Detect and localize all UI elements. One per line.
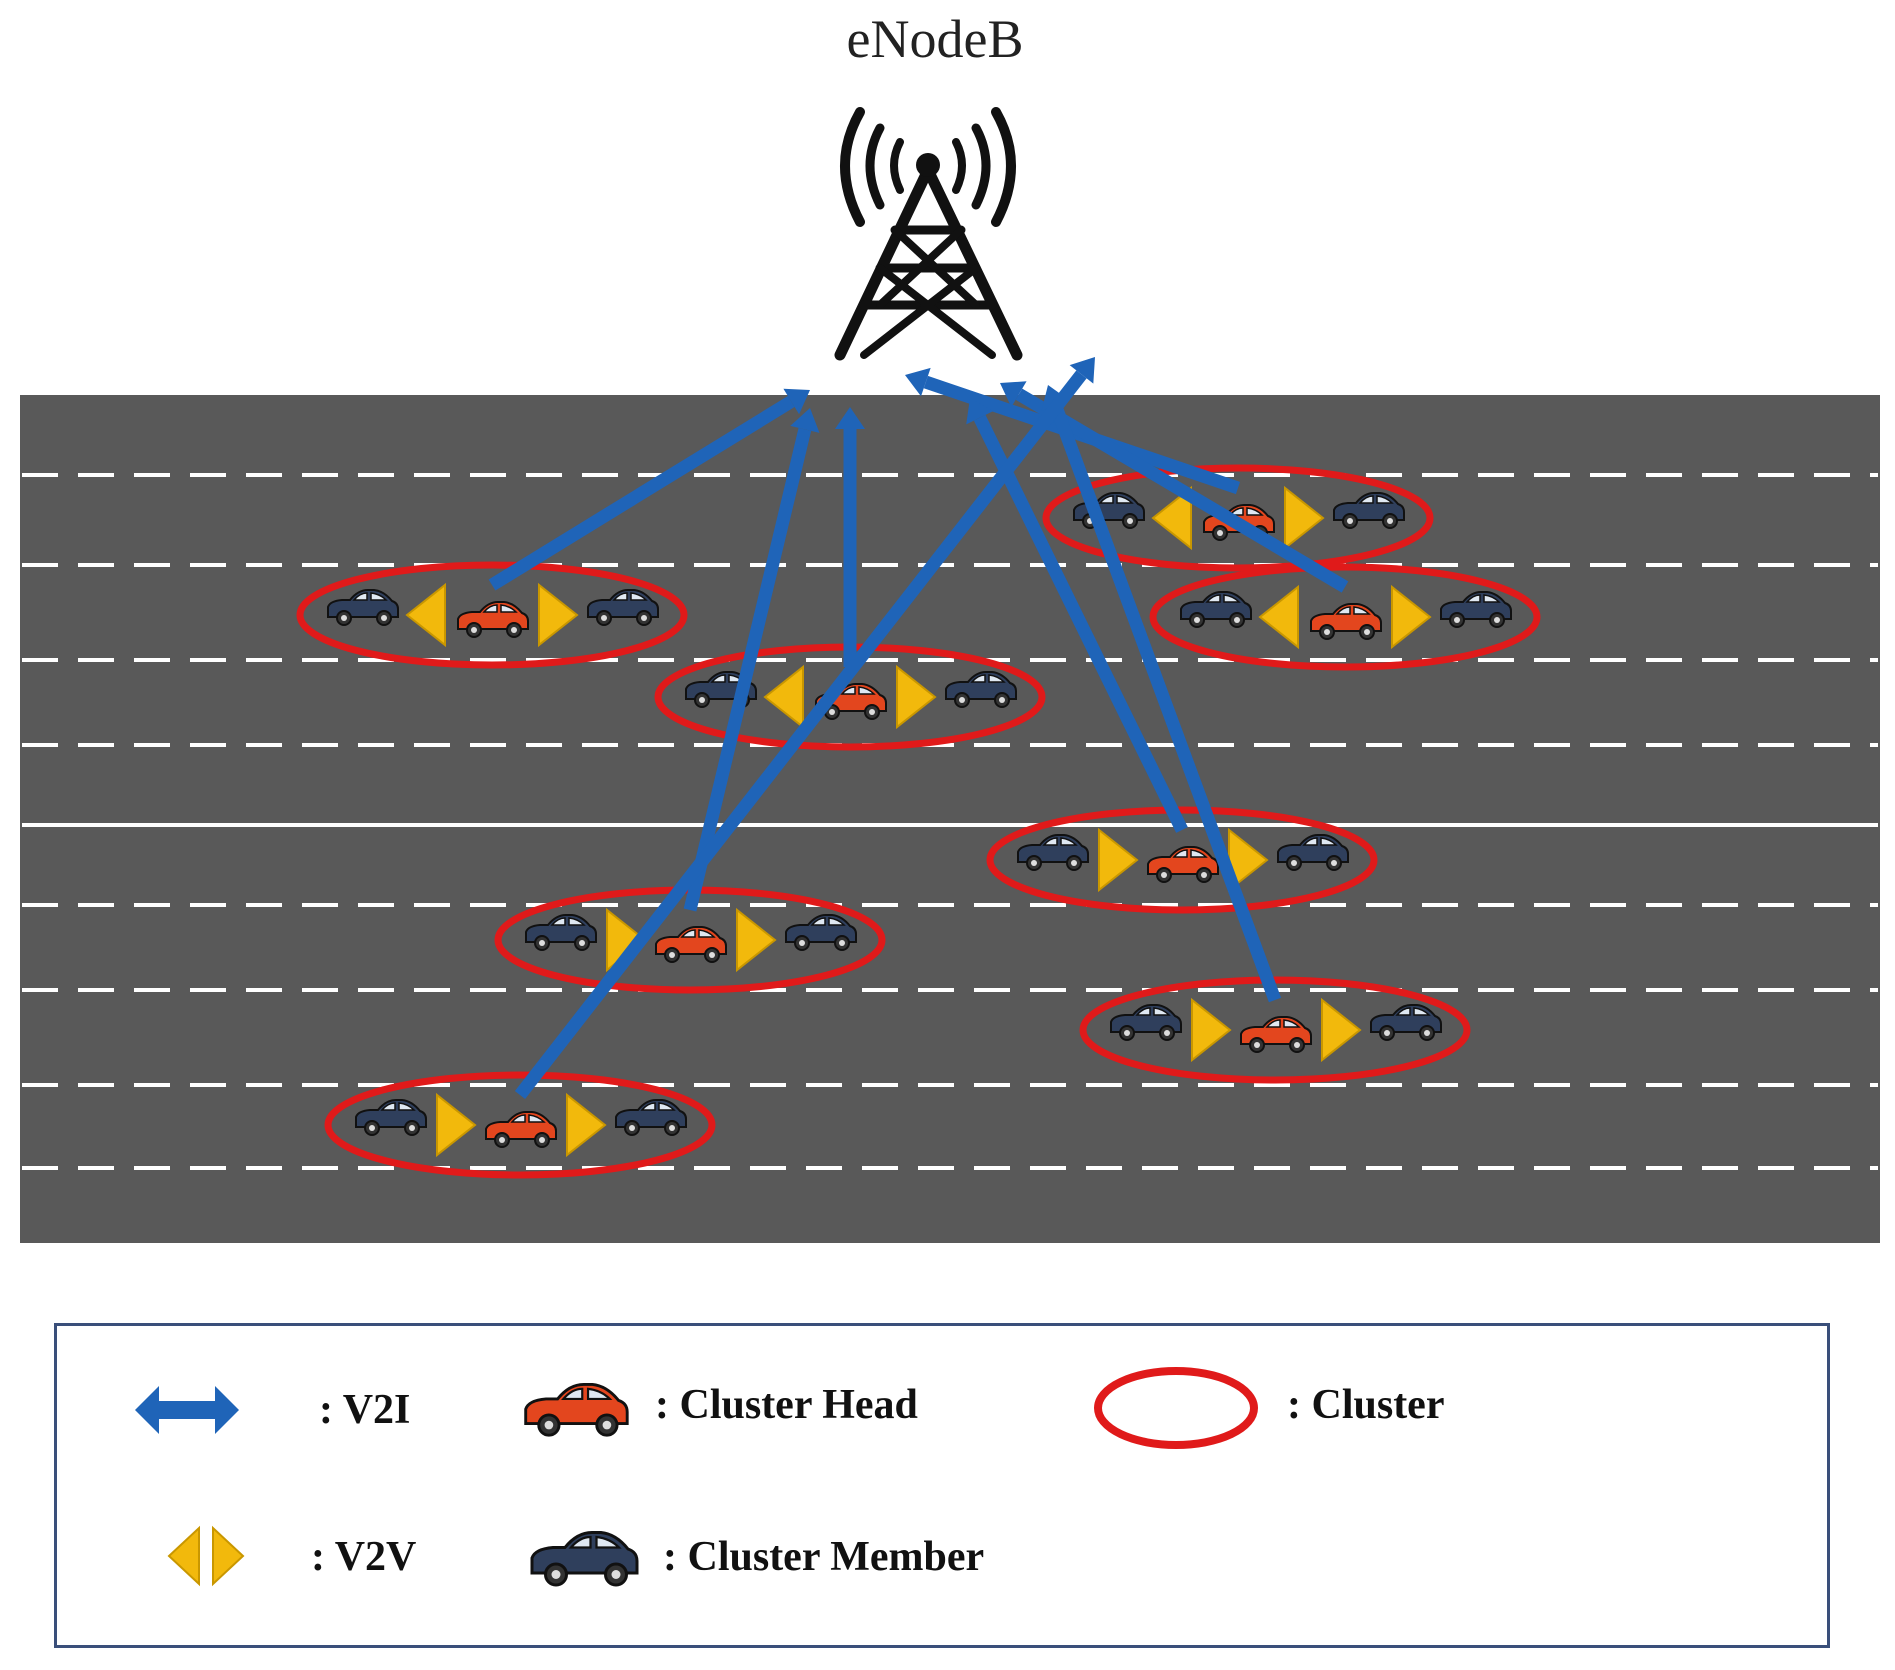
v2i-link-line [488,395,795,591]
v2v-arrow [1191,997,1232,1063]
v2i-arrowhead [905,367,931,397]
v2i-link-line [1015,388,1349,593]
v2v-arrow [736,907,777,973]
legend-v2i-label: : V2I [319,1387,411,1433]
cluster-ring [1079,976,1471,1084]
legend-cluster-head-label: : Cluster Head [655,1382,918,1428]
cluster-ring [1042,464,1434,572]
cluster-ring [296,561,688,669]
cluster-ring [1149,563,1541,671]
lane-markings [22,473,1878,1170]
v2v-arrow [436,1092,477,1158]
v2i-arrowhead [966,398,994,425]
v2i-link-line [514,370,1087,1099]
v2i-arrowhead [783,388,810,415]
cluster [1079,976,1471,1084]
v2v-arrow [1098,827,1139,893]
v2i-link-line [973,414,1188,833]
v2i-arrowhead [835,407,865,429]
v2v-arrow [538,582,579,648]
cluster [986,806,1378,914]
cluster [1042,464,1434,572]
cluster-member-legend-icon [530,1531,639,1587]
cluster-head-legend-icon [524,1382,629,1437]
v2v-arrow [405,582,446,648]
cluster-ring [324,1071,716,1179]
v2i-link-line [1049,403,1282,1003]
cluster [296,561,688,669]
v2i-arrowhead [790,408,820,433]
v2v-arrow [896,664,937,730]
cell-tower-icon [834,107,1023,361]
clusters [296,464,1541,1179]
v2v-arrow [1391,584,1432,650]
cluster-legend-icon [1094,1367,1258,1449]
cluster [324,1071,716,1179]
v2v-arrow [763,664,804,730]
cluster [1149,563,1541,671]
v2v-legend-icon [167,1525,245,1587]
legend-v2v-label: : V2V [311,1534,417,1580]
v2i-link-line [683,427,812,912]
v2i-arrowhead [1000,381,1027,408]
v2i-arrowhead [1069,357,1095,384]
v2i-legend-icon [135,1386,239,1434]
legend-cluster-member-label: : Cluster Member [663,1534,985,1580]
v2v-arrow [1151,485,1192,551]
cluster-ring [986,806,1378,914]
road [20,395,1880,1243]
legend-cluster-label: : Cluster [1287,1382,1445,1428]
legend-graphics [135,1367,1258,1587]
enodeb-title: eNodeB [846,9,1024,69]
v2v-arrow [1321,997,1362,1063]
v2v-arrow [1258,584,1299,650]
v2i-links [488,357,1349,1099]
network-diagram [20,107,1880,1243]
v2v-arrow [1284,485,1325,551]
legend: : V2I : V2V : Cluster Head : Cluster Mem… [54,1323,1830,1648]
v2v-arrow [566,1092,607,1158]
